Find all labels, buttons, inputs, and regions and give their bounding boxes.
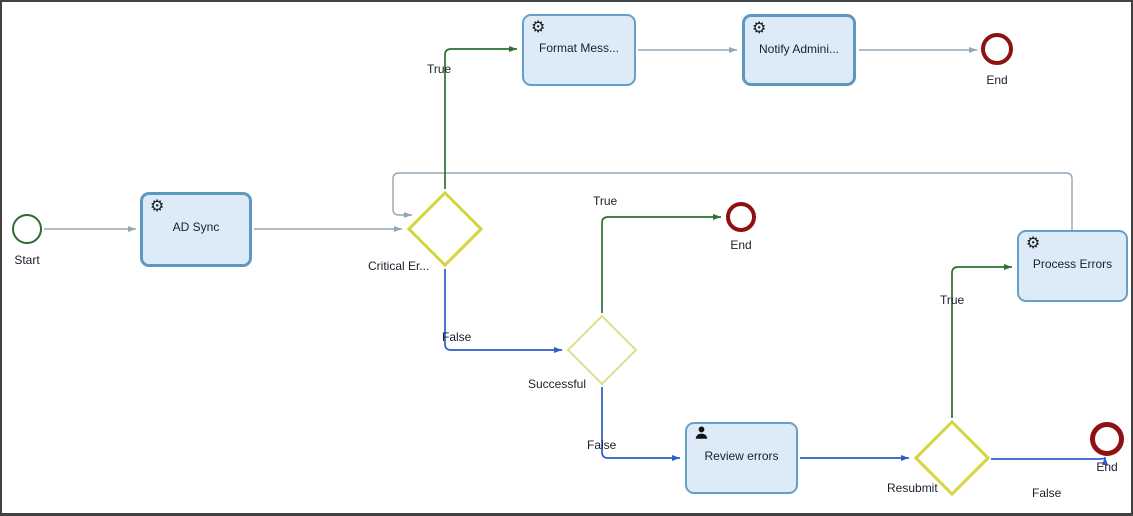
flow-resubmit-true[interactable] [951, 264, 1012, 418]
flow-critical-true[interactable] [444, 46, 517, 189]
end-event-bottom[interactable] [1090, 422, 1124, 456]
flow-label-successful-false: False [587, 438, 617, 452]
flow-label-resubmit-true: True [940, 293, 965, 307]
flow-label-successful-true: True [593, 194, 618, 208]
flow-critical-false[interactable] [444, 269, 562, 353]
end-event-top[interactable] [981, 33, 1013, 65]
start-event-label: Start [14, 253, 40, 267]
flow-successful-false[interactable] [601, 387, 680, 461]
flow-label-critical-false: False [442, 330, 472, 344]
gear-icon: ⚙ [150, 196, 165, 215]
task-format-message[interactable]: ⚙ Format Mess... [522, 14, 636, 86]
task-process-errors[interactable]: ⚙ Process Errors [1017, 230, 1128, 302]
flow-successful-true[interactable] [601, 214, 721, 313]
flow-label-critical-true: True [427, 62, 452, 76]
task-ad-sync[interactable]: ⚙ AD Sync [140, 192, 252, 267]
task-process-errors-label: Process Errors [1032, 257, 1113, 271]
task-ad-sync-label: AD Sync [172, 220, 220, 234]
task-review-errors[interactable]: Review errors [685, 422, 798, 494]
flow-processerrors-loopback[interactable] [392, 172, 1073, 230]
task-notify-admin-label: Notify Admini... [758, 42, 840, 56]
flow-resubmit-false[interactable] [991, 457, 1108, 465]
task-review-errors-label: Review errors [704, 449, 779, 463]
end-event-top-label: End [986, 73, 1008, 87]
task-format-message-label: Format Mess... [538, 41, 619, 55]
gateway-critical-error-label: Critical Er... [368, 259, 430, 273]
gear-icon: ⚙ [531, 17, 546, 36]
start-event[interactable] [12, 214, 42, 244]
gear-icon: ⚙ [1026, 233, 1041, 252]
end-event-middle[interactable] [726, 202, 756, 232]
user-icon [694, 425, 709, 444]
end-event-middle-label: End [730, 238, 752, 252]
gateway-resubmit-label: Resubmit [887, 481, 938, 495]
gateway-successful-label: Successful [528, 377, 587, 391]
end-event-bottom-label: End [1096, 460, 1118, 474]
flow-label-resubmit-false: False [1032, 486, 1062, 500]
task-notify-admin[interactable]: ⚙ Notify Admini... [742, 14, 856, 86]
gear-icon: ⚙ [752, 18, 767, 37]
